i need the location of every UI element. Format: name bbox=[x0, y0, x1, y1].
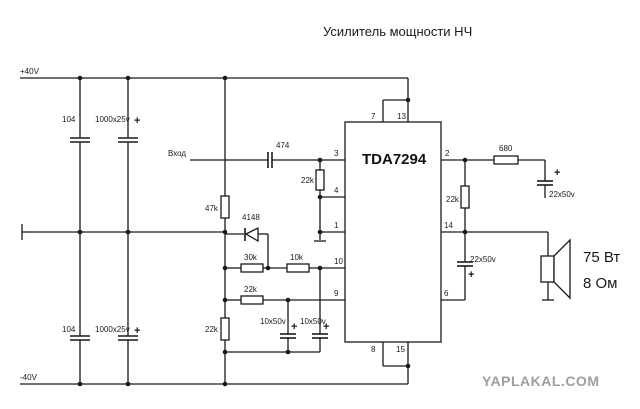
polarity-plus: + bbox=[323, 321, 329, 333]
r-680-label: 680 bbox=[499, 144, 513, 153]
junction-dot bbox=[405, 97, 411, 103]
junction-dot bbox=[285, 349, 291, 355]
c-104-bottom-label: 104 bbox=[62, 325, 76, 334]
c-10x50-a-label: 10x50v bbox=[260, 317, 286, 326]
junction-dot bbox=[405, 363, 411, 369]
r-680 bbox=[493, 155, 519, 165]
r-30k-label: 30k bbox=[244, 253, 258, 262]
c-474-label: 474 bbox=[276, 141, 290, 150]
polarity-plus: + bbox=[291, 321, 297, 333]
pin-7-label: 7 bbox=[371, 112, 376, 121]
speaker-icon bbox=[540, 255, 555, 283]
pin-3-label: 3 bbox=[334, 149, 339, 158]
tda7294-chip bbox=[344, 121, 442, 343]
pin-13-label: 13 bbox=[397, 112, 406, 121]
junction-dot bbox=[462, 229, 468, 235]
polarity-plus: + bbox=[134, 115, 140, 127]
speaker-cone-icon bbox=[553, 238, 571, 300]
polarity-plus: + bbox=[134, 325, 140, 337]
pin-14-label: 14 bbox=[444, 221, 453, 230]
r-47k-label: 47k bbox=[205, 204, 219, 213]
r-30k bbox=[240, 263, 264, 273]
negative-rail-label: -40V bbox=[20, 373, 38, 382]
c-22x50-boot-label: 22x50v bbox=[470, 255, 496, 264]
r-22k-fb-label: 22k bbox=[244, 285, 258, 294]
junction-dot bbox=[317, 229, 323, 235]
pin-10-label: 10 bbox=[334, 257, 343, 266]
r-22k-input bbox=[315, 169, 325, 191]
c-1000-top-label: 1000x25v bbox=[95, 115, 130, 124]
r-22k-feedback bbox=[240, 295, 264, 305]
d-4148-label: 4148 bbox=[242, 213, 260, 222]
pin-4-label: 4 bbox=[334, 186, 339, 195]
speaker-impedance: 8 Ом bbox=[583, 275, 618, 292]
junction-dot bbox=[222, 349, 228, 355]
junction-dot bbox=[77, 381, 83, 387]
c-104-top-label: 104 bbox=[62, 115, 76, 124]
r-22k-low bbox=[220, 317, 230, 341]
pin-15-label: 15 bbox=[396, 345, 405, 354]
junction-dot bbox=[125, 75, 131, 81]
junction-dot bbox=[125, 381, 131, 387]
r-47k bbox=[220, 195, 230, 219]
chip-name: TDA7294 bbox=[362, 151, 427, 168]
r-22k-input-label: 22k bbox=[301, 176, 315, 185]
r-10k bbox=[286, 263, 310, 273]
input-label: Вход bbox=[168, 149, 186, 158]
junction-dot bbox=[77, 229, 83, 235]
pin-6-label: 6 bbox=[444, 289, 449, 298]
r-22k-out bbox=[460, 185, 470, 209]
c-22x50-out-label: 22x50v bbox=[549, 190, 575, 199]
schematic-title: Усилитель мощности НЧ bbox=[323, 24, 472, 39]
polarity-plus: + bbox=[468, 269, 474, 281]
junction-dot bbox=[222, 229, 228, 235]
r-10k-label: 10k bbox=[290, 253, 304, 262]
junction-dot bbox=[222, 297, 228, 303]
pin-8-label: 8 bbox=[371, 345, 376, 354]
r-22k-out-label: 22k bbox=[446, 195, 460, 204]
speaker-power: 75 Вт bbox=[583, 249, 620, 266]
junction-dot bbox=[125, 229, 131, 235]
diode-4148 bbox=[244, 226, 259, 243]
junction-dot bbox=[317, 194, 323, 200]
pin-1-label: 1 bbox=[334, 221, 339, 230]
pin-9-label: 9 bbox=[334, 289, 339, 298]
polarity-plus: + bbox=[554, 167, 560, 179]
junction-dot bbox=[77, 75, 83, 81]
junction-dot bbox=[265, 265, 271, 271]
c-1000-bottom-label: 1000x25v bbox=[95, 325, 130, 334]
positive-rail-label: +40V bbox=[20, 67, 40, 76]
pin-2-label: 2 bbox=[445, 149, 450, 158]
r-22k-low-label: 22k bbox=[205, 325, 219, 334]
c-10x50-b-label: 10x50v bbox=[300, 317, 326, 326]
watermark: YAPLAKAL.COM bbox=[482, 373, 600, 389]
